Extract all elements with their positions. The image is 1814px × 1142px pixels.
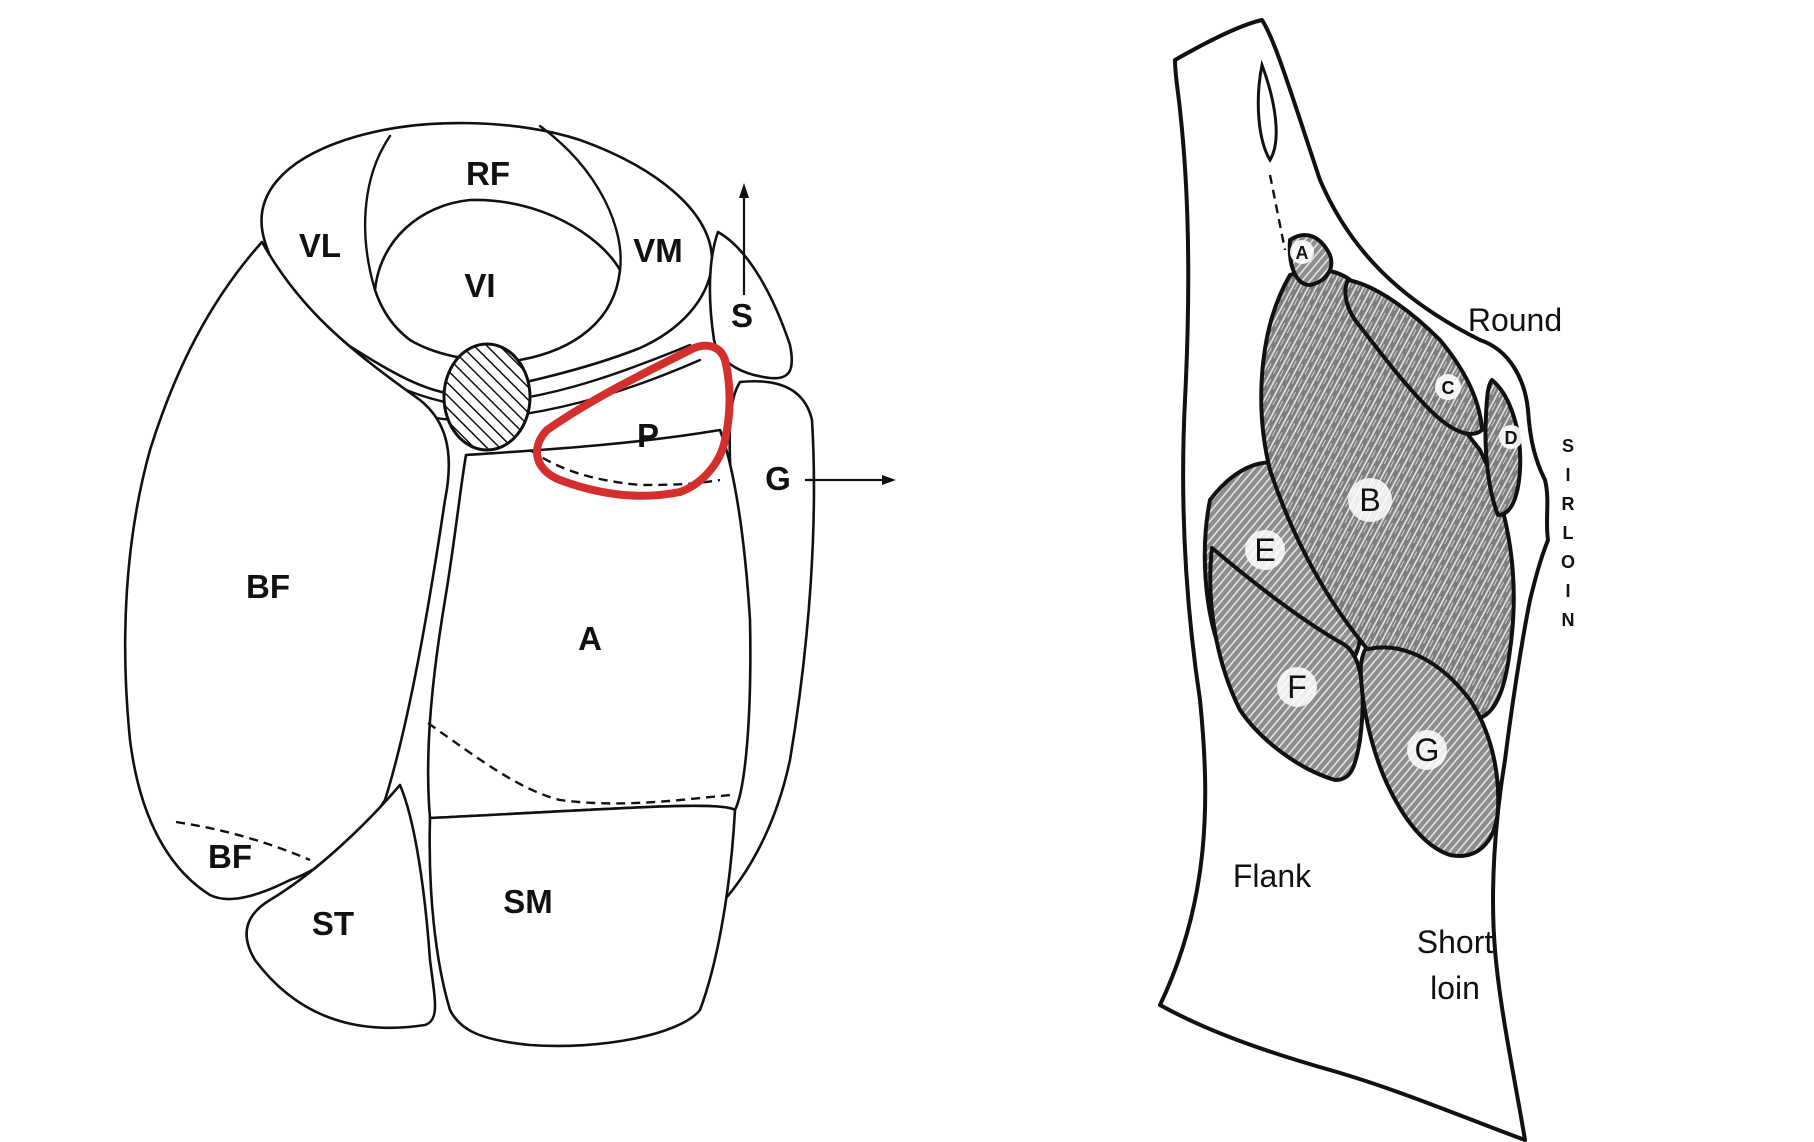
label-muscle-c: C	[1442, 378, 1455, 398]
vi-region	[373, 198, 622, 363]
label-muscle-e: E	[1254, 532, 1275, 568]
carcass-side-view: A B C D E F G Round Flank Short loin S I…	[1158, 18, 1575, 1142]
label-round: Round	[1468, 302, 1562, 338]
label-rf: RF	[466, 155, 510, 192]
semitendinosus-muscle	[245, 783, 437, 1030]
carcass-slit	[1256, 59, 1278, 163]
sirloin-letter-1: S	[1562, 436, 1574, 456]
muscle-f	[1208, 546, 1365, 782]
biceps-femoris-main	[123, 240, 451, 901]
rf-vm-border	[538, 124, 622, 272]
sirloin-letter-5: O	[1561, 552, 1575, 572]
label-vi: VI	[464, 267, 495, 304]
thigh-cross-section: RF VL VI VM S P G BF A BF ST SM	[123, 121, 896, 1048]
semimembranosus-muscle	[428, 804, 737, 1048]
label-short: Short	[1417, 924, 1494, 960]
label-st: ST	[312, 905, 354, 942]
label-muscle-b: B	[1359, 482, 1380, 518]
arrow-g-right	[805, 475, 896, 485]
label-muscle-g: G	[1415, 732, 1440, 768]
label-muscle-a: A	[1296, 243, 1309, 263]
femur-bone	[442, 342, 532, 452]
label-bg-a	[1290, 240, 1314, 264]
label-g: G	[765, 460, 791, 497]
arrow-s-up	[739, 183, 749, 295]
label-s: S	[731, 297, 753, 334]
sirloin-letter-7: N	[1562, 610, 1575, 630]
label-flank: Flank	[1233, 858, 1312, 894]
sirloin-letter-4: L	[1563, 523, 1574, 543]
label-bg-d	[1499, 425, 1523, 449]
label-sm: SM	[503, 883, 553, 920]
label-bg-f	[1277, 667, 1317, 707]
label-bg-c	[1435, 374, 1461, 400]
label-muscle-d: D	[1505, 428, 1518, 448]
sirloin-letter-6: I	[1565, 581, 1570, 601]
rf-region	[364, 134, 392, 292]
label-a: A	[578, 620, 602, 657]
label-vl: VL	[299, 227, 341, 264]
label-bg-b	[1348, 478, 1392, 522]
label-bg-e	[1245, 530, 1285, 570]
label-p: P	[637, 417, 659, 454]
muscle-d	[1483, 378, 1523, 517]
label-muscle-f: F	[1287, 669, 1307, 705]
label-bg-g	[1407, 730, 1447, 770]
sirloin-letter-3: R	[1562, 494, 1575, 514]
label-loin: loin	[1430, 970, 1480, 1006]
sartorius-muscle	[708, 230, 794, 380]
label-bf-small: BF	[208, 838, 252, 875]
label-bf-main: BF	[246, 568, 290, 605]
p-highlight-outline	[533, 341, 734, 500]
a-sm-dashed-boundary	[427, 722, 731, 805]
sirloin-letter-2: I	[1565, 465, 1570, 485]
label-vm: VM	[633, 232, 683, 269]
bf-small-division	[175, 820, 311, 862]
carcass-dash-line	[1268, 174, 1287, 251]
